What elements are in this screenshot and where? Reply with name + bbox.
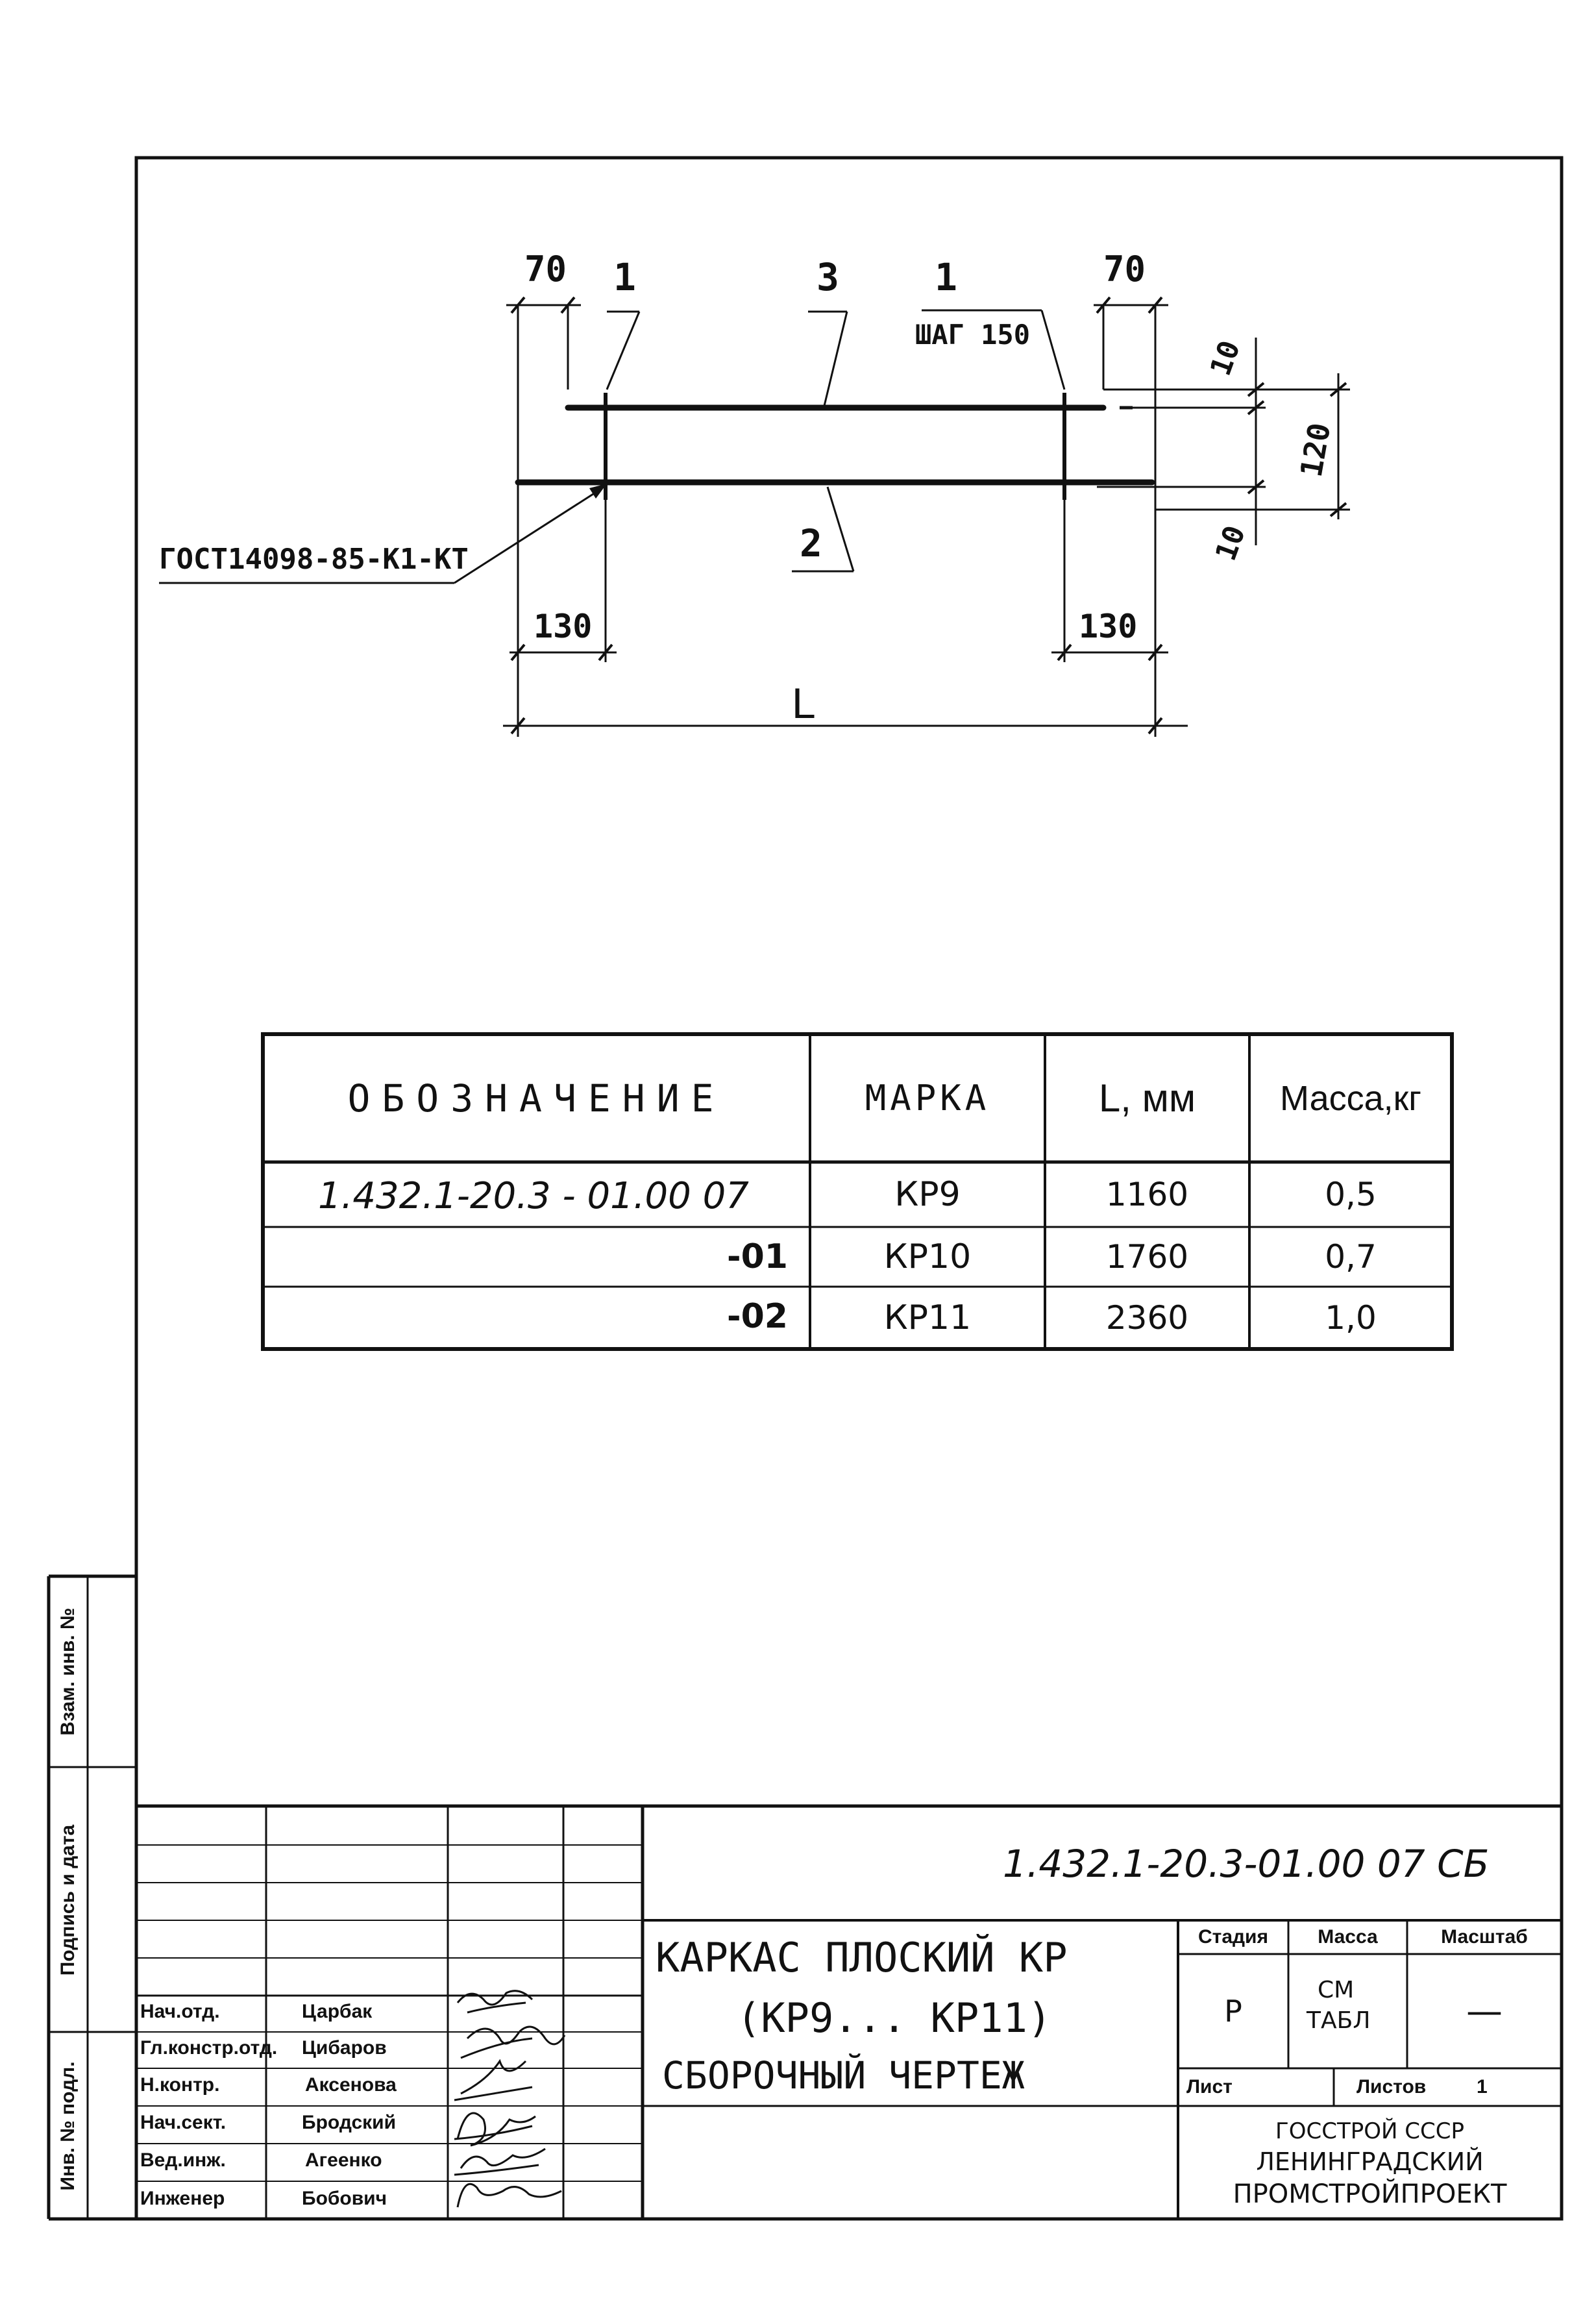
staff-role-3: Н.контр. [140,2074,220,2096]
spec-row-1-designation: 1.432.1-20.3 - 01.00 07 [318,1175,749,1217]
spec-row-1-mark: КР9 [894,1175,961,1214]
spec-row-2-designation: -01 [727,1237,788,1276]
scale-header: Масштаб [1441,1926,1528,1948]
staff-role-5: Вед.инж. [140,2149,226,2171]
scale-value: — [1466,1990,1503,2033]
spec-row-1-length: 1160 [1105,1176,1189,1213]
staff-name-5: Агеенко [305,2149,382,2171]
callout-pos3: 3 [816,255,839,299]
spec-row-2-mass: 0,7 [1325,1238,1377,1276]
spec-row-2-mark: КР10 [883,1237,972,1276]
staff-name-2: Цибаров [302,2037,387,2059]
staff-name-3: Аксенова [305,2074,397,2096]
callout-pitch: ШАГ 150 [915,319,1031,351]
staff-role-1: Нач.отд. [140,2001,220,2022]
side-stamp-signature-date: Подпись и дата [57,1824,79,1976]
staff-name-6: Бобович [302,2188,387,2209]
spec-row-3-designation: -02 [727,1297,788,1336]
spec-row-1-mass: 0,5 [1325,1176,1377,1213]
mass-header: Масса [1318,1926,1378,1948]
sheets-value: 1 [1477,2076,1488,2098]
dim-top-right-70: 70 [1103,249,1146,290]
mass-value: СМ ТАБЛ [1307,1977,1371,2034]
callout-pos1-right: 1 [935,255,957,299]
callout-weld-standard: ГОСТ14098-85-К1-КТ [159,543,469,576]
stage-value: Р [1224,1994,1242,2029]
staff-role-2: Гл.констр.отд. [140,2037,278,2059]
dim-bottom-left-130: 130 [534,608,593,645]
org-line-3: ПРОМСТРОЙПРОЕКТ [1233,2179,1507,2209]
side-stamp-replace-inv: Взам. инв. № [57,1607,79,1736]
spec-row-2-length: 1760 [1105,1238,1189,1276]
org-line-1: ГОССТРОЙ СССР [1275,2118,1464,2144]
staff-name-1: Царбак [302,2001,373,2022]
title-line-2: (КР9... КР11) [737,1994,1052,2042]
spec-header-designation: ОБОЗНАЧЕНИЕ [347,1076,726,1120]
spec-header-length: L, мм [1098,1076,1196,1120]
sheet-label: Лист [1186,2076,1233,2098]
dim-top-left-70: 70 [524,249,567,290]
side-stamp-original-inv: Инв. № подл. [57,2061,79,2191]
spec-row-3-mark: КР11 [883,1298,972,1337]
title-line-3: СБОРОЧНЫЙ ЧЕРТЕЖ [662,2053,1025,2098]
dim-right-mid-120: 120 [1293,420,1338,480]
staff-name-4: Бродский [302,2112,397,2133]
document-code: 1.432.1-20.3-01.00 07 СБ [1003,1842,1490,1886]
spec-row-3-length: 2360 [1105,1299,1189,1337]
spec-row-3-mass: 1,0 [1325,1299,1377,1337]
org-line-2: ЛЕНИНГРАДСКИЙ [1256,2147,1484,2176]
staff-role-4: Нач.сект. [140,2112,227,2133]
sheets-label: Листов [1357,2076,1427,2098]
callout-pos2: 2 [800,521,822,565]
title-line-1: КАРКАС ПЛОСКИЙ КР [656,1934,1068,1981]
staff-role-6: Инженер [140,2188,225,2209]
stage-header: Стадия [1197,1926,1269,1948]
spec-header-mark: МАРКА [865,1078,990,1119]
spec-header-mass: Масса,кг [1280,1078,1421,1118]
signatures [454,1990,566,2208]
callout-pos1-left: 1 [613,255,636,299]
dim-bottom-right-130: 130 [1079,608,1138,645]
dim-length-L: L [792,679,816,727]
